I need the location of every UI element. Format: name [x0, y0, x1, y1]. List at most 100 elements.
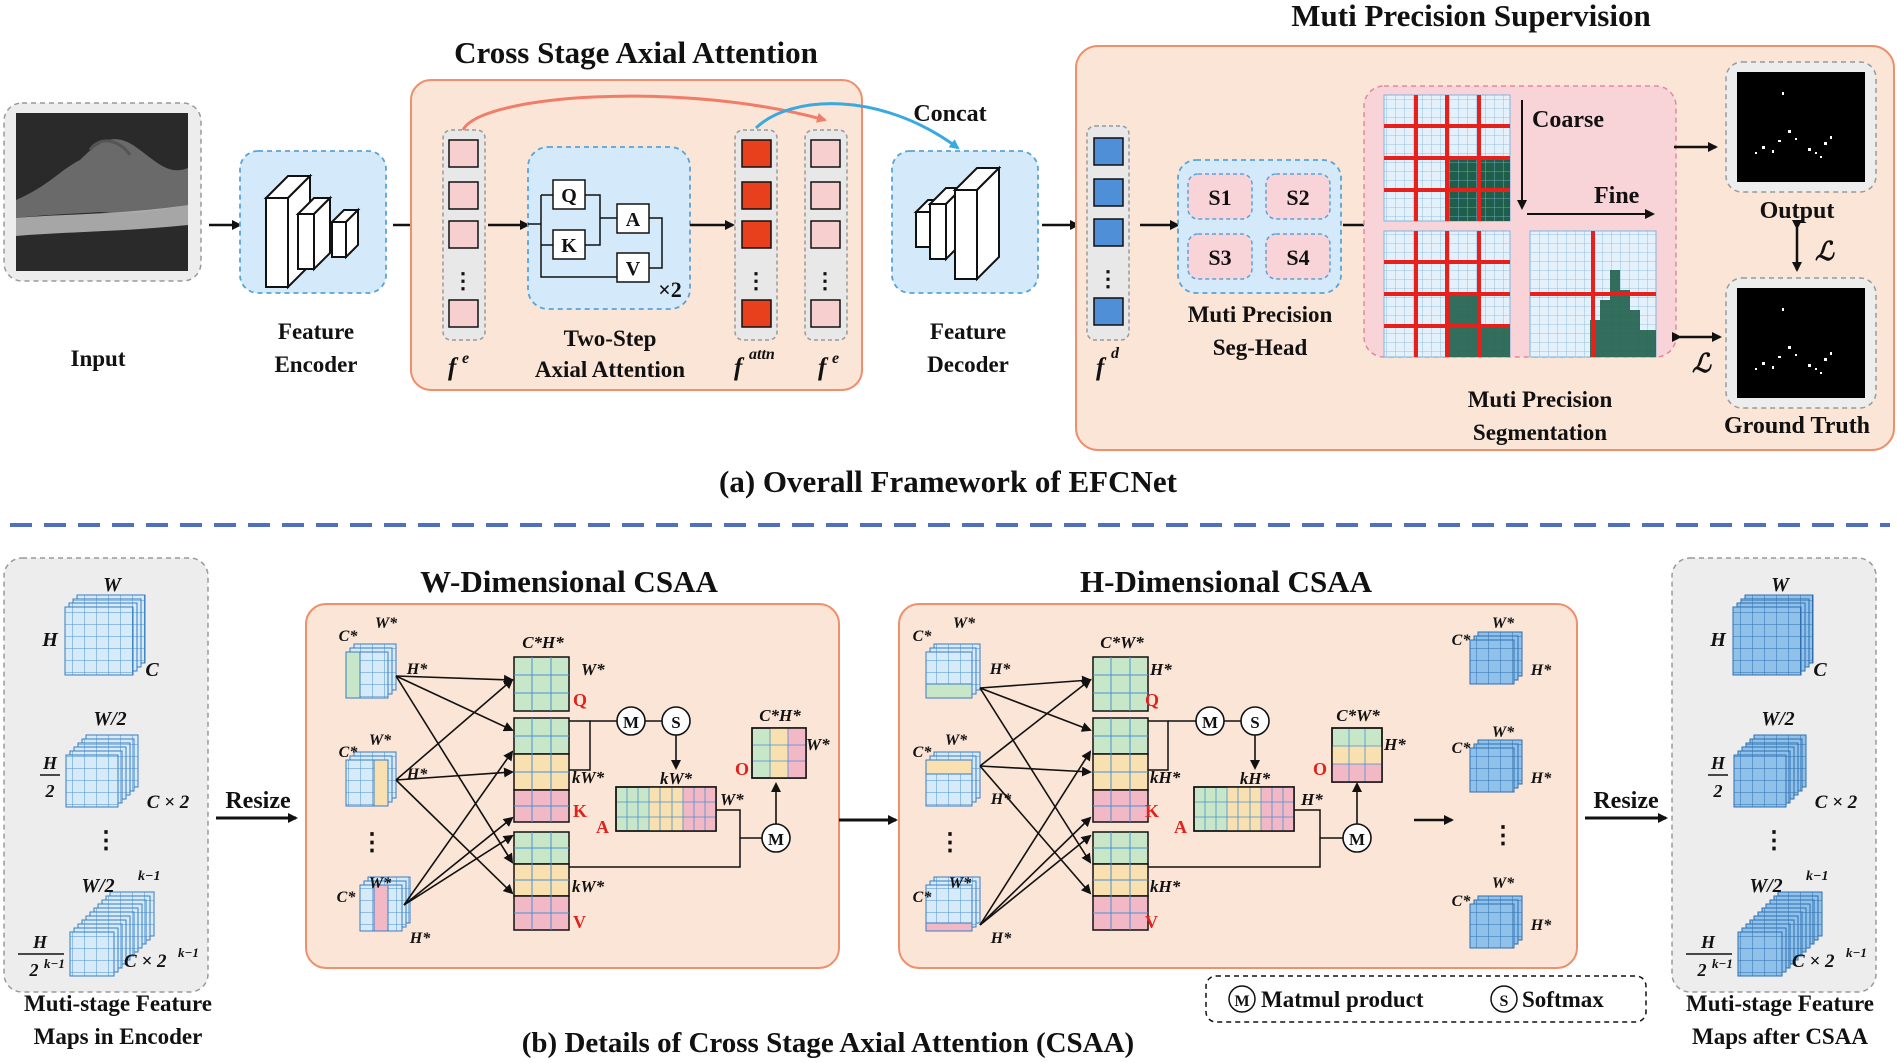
svg-text:2: 2 — [1713, 781, 1723, 801]
svg-text:C: C — [1813, 659, 1827, 681]
svg-text:S4: S4 — [1286, 245, 1309, 270]
svg-text:W: W — [1771, 574, 1790, 596]
left-caption-2: Maps in Encoder — [34, 1024, 203, 1049]
svg-text:M: M — [1349, 830, 1365, 849]
svg-text:H*: H* — [1383, 735, 1406, 754]
svg-text:Q: Q — [1145, 690, 1159, 710]
svg-text:×2: ×2 — [658, 277, 682, 302]
fattn-label: f — [734, 354, 745, 381]
legend: M Matmul product S Softmax — [1205, 975, 1647, 1023]
seghead-label-2: Seg-Head — [1213, 335, 1308, 360]
svg-text:C: C — [145, 659, 159, 681]
svg-text:⋮: ⋮ — [938, 830, 962, 856]
svg-text:k−1: k−1 — [44, 956, 65, 971]
svg-text:⋮: ⋮ — [94, 828, 118, 854]
svg-text:H*: H* — [409, 930, 431, 947]
svg-text:S: S — [671, 713, 680, 732]
w-title: W-Dimensional CSAA — [420, 564, 718, 599]
svg-text:K: K — [573, 801, 587, 821]
svg-text:A: A — [626, 209, 641, 231]
svg-text:k−1: k−1 — [138, 869, 160, 884]
svg-text:H*: H* — [1300, 790, 1323, 809]
svg-text:M: M — [768, 830, 784, 849]
svg-text:⋮: ⋮ — [452, 268, 474, 293]
svg-text:C*: C* — [913, 744, 933, 761]
svg-text:S: S — [1250, 713, 1259, 732]
svg-text:H*: H* — [990, 930, 1012, 947]
svg-text:C*: C* — [913, 628, 933, 645]
svg-text:2: 2 — [45, 781, 55, 801]
encoder-label-1: Feature — [278, 319, 354, 344]
svg-text:C*H*: C*H* — [759, 706, 801, 725]
svg-text:k−1: k−1 — [1806, 869, 1828, 884]
svg-text:C × 2: C × 2 — [1792, 951, 1835, 972]
svg-text:⋮: ⋮ — [745, 268, 767, 293]
caption-a: (a) Overall Framework of EFCNet — [719, 464, 1178, 499]
feature-decoder: Feature Decoder — [891, 150, 1039, 377]
svg-text:e: e — [832, 350, 839, 367]
h-dim-csaa-panel: H-Dimensional CSAA C* W* H* C* W* H* ⋮ C… — [898, 564, 1578, 969]
encoder-label-2: Encoder — [274, 352, 357, 377]
svg-text:k−1: k−1 — [1846, 945, 1867, 960]
svg-text:e: e — [462, 350, 469, 367]
output-label: Output — [1760, 198, 1835, 224]
svg-text:H*: H* — [406, 661, 428, 678]
svg-text:H*: H* — [990, 791, 1012, 808]
svg-text:W*: W* — [953, 615, 976, 632]
svg-text:W*: W* — [581, 660, 605, 679]
decoder-label-1: Feature — [930, 319, 1006, 344]
svg-text:kW*: kW* — [572, 877, 605, 896]
svg-text:d: d — [1111, 345, 1120, 362]
svg-text:2: 2 — [29, 960, 39, 980]
svg-text:attn: attn — [749, 346, 775, 363]
input-block: Input — [3, 102, 202, 371]
svg-text:W*: W* — [1492, 615, 1515, 632]
left-caption-1: Muti-stage Feature — [24, 991, 212, 1016]
svg-text:H*: H* — [1530, 770, 1552, 787]
csaa-maps-panel: W H C W/2 H 2 C × 2 ⋮ — [1671, 557, 1877, 1049]
output-image — [1737, 72, 1865, 182]
concat-label: Concat — [913, 101, 986, 127]
svg-text:H: H — [32, 932, 48, 952]
svg-text:C*H*: C*H* — [522, 633, 564, 652]
svg-text:H*: H* — [1149, 660, 1172, 679]
svg-text:M: M — [1234, 993, 1249, 1010]
right-caption-1: Muti-stage Feature — [1686, 991, 1874, 1016]
svg-text:W/2: W/2 — [93, 708, 126, 730]
coarse-label: Coarse — [1532, 107, 1604, 133]
svg-text:S: S — [1500, 993, 1509, 1010]
svg-text:S3: S3 — [1208, 245, 1231, 270]
csaa-panel-top: Cross Stage Axial Attention ⋮ f e Q K A … — [410, 35, 863, 391]
csaa-title: Cross Stage Axial Attention — [454, 35, 818, 70]
svg-text:k−1: k−1 — [178, 945, 199, 960]
svg-text:H: H — [42, 753, 58, 773]
seghead-label-1: Muti Precision — [1188, 302, 1333, 327]
svg-text:V: V — [1145, 912, 1158, 932]
svg-text:Q: Q — [561, 185, 577, 207]
svg-text:kH*: kH* — [1150, 877, 1181, 896]
svg-text:O: O — [735, 759, 749, 779]
legend-softmax: Softmax — [1522, 987, 1604, 1012]
svg-text:C*W*: C*W* — [1336, 706, 1380, 725]
svg-text:H*: H* — [1530, 662, 1552, 679]
svg-text:C*: C* — [339, 628, 359, 645]
svg-text:kW*: kW* — [660, 769, 693, 788]
fe-label: f — [448, 354, 459, 381]
svg-text:⋮: ⋮ — [1762, 828, 1786, 854]
svg-text:C*: C* — [913, 889, 933, 906]
svg-text:C × 2: C × 2 — [1815, 792, 1858, 813]
svg-text:W*: W* — [949, 875, 972, 892]
mpseg-label-1: Muti Precision — [1468, 387, 1613, 412]
svg-text:W*: W* — [1492, 724, 1515, 741]
svg-text:A: A — [596, 817, 609, 837]
svg-text:M: M — [1202, 713, 1218, 732]
svg-text:kW*: kW* — [572, 768, 605, 787]
svg-text:M: M — [623, 713, 639, 732]
ground-truth-image — [1737, 288, 1865, 398]
svg-text:f: f — [818, 354, 829, 381]
svg-text:W*: W* — [945, 732, 968, 749]
mpseg-label-2: Segmentation — [1473, 420, 1607, 445]
svg-text:C × 2: C × 2 — [147, 792, 190, 813]
svg-text:V: V — [626, 258, 641, 280]
caption-b: (b) Details of Cross Stage Axial Attenti… — [522, 1027, 1134, 1059]
